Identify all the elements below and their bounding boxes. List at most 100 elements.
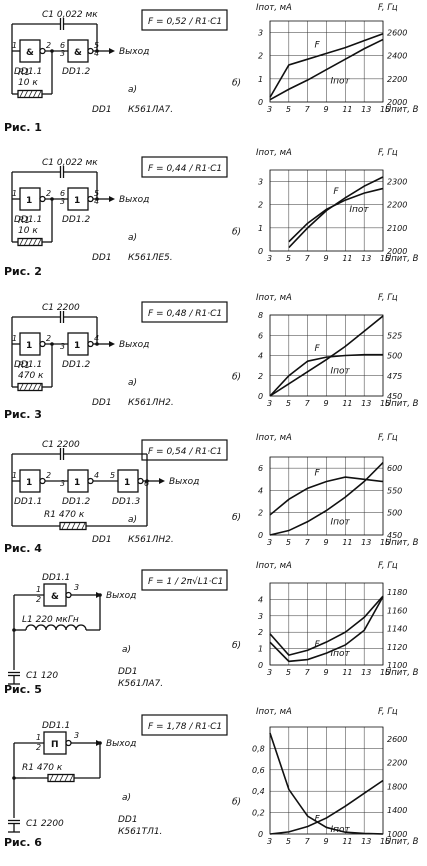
ic-name: DD1 <box>118 667 138 677</box>
ic-name: DD1 <box>92 535 112 545</box>
y-left-tick-label: 6 <box>258 464 263 473</box>
wire <box>24 90 28 98</box>
gate-name: DD1.1 <box>14 67 42 77</box>
resistor-value: 10 к <box>18 226 38 236</box>
inverter-bubble <box>87 477 94 485</box>
part-b-label: б) <box>232 228 241 238</box>
x-tick-label: 9 <box>324 105 329 114</box>
inverter-bubble <box>39 340 46 348</box>
x-tick-label: 5 <box>286 837 291 846</box>
part-a-label: а) <box>128 233 137 243</box>
y-right-tick-label: 1100 <box>387 661 407 670</box>
wire <box>24 238 28 246</box>
gate-name: DD1.2 <box>62 360 90 370</box>
x-tick-label: 7 <box>305 399 311 408</box>
x-tick-label: 5 <box>286 105 291 114</box>
y-left-tick-label: 4 <box>258 486 263 495</box>
y-left-tick-label: 0,6 <box>252 766 265 775</box>
resistor-label: R1 470 к <box>22 763 63 773</box>
figure-caption: Рис. 6 <box>4 836 42 849</box>
y-left-tick-label: 3 <box>258 612 263 621</box>
plot-frame <box>269 582 384 666</box>
resistor-value: 10 к <box>18 78 38 88</box>
resistor-label: R1 <box>18 361 30 371</box>
y-left-axis-label: Iпот, мА <box>256 561 292 571</box>
x-tick-label: 15 <box>380 254 390 263</box>
gate-symbol: 1 <box>26 196 32 206</box>
y-left-tick-label: 0 <box>258 98 263 107</box>
pin-number: 3 <box>74 583 79 592</box>
capacitor-label: C1 0,022 мк <box>42 158 98 168</box>
part-a-label: а) <box>122 645 131 655</box>
x-tick-label: 7 <box>305 837 311 846</box>
x-axis-label: Uпит, В <box>385 538 419 548</box>
gate-name: DD1.1 <box>14 215 42 225</box>
y-left-tick-label: 2 <box>258 372 263 381</box>
gate-symbol: П <box>51 740 59 750</box>
inverter-bubble <box>87 47 94 55</box>
x-tick-label: 3 <box>267 668 272 677</box>
x-tick-label: 3 <box>267 538 272 547</box>
wire <box>64 774 69 782</box>
x-tick-label: 3 <box>267 837 272 846</box>
formula-box <box>141 714 228 736</box>
output-label: Выход <box>119 47 149 57</box>
pin-number: 1 <box>12 334 17 343</box>
junction-dot <box>98 593 102 597</box>
x-axis-label: Uпит, В <box>385 105 419 115</box>
gate-symbol: 1 <box>26 478 32 488</box>
gate-name: DD1.2 <box>62 215 90 225</box>
series-ipot-line <box>269 315 384 397</box>
wire <box>19 90 24 98</box>
series-label: F <box>315 344 321 354</box>
series-ipot-line <box>269 462 384 536</box>
pin-number: 2 <box>46 41 51 50</box>
y-left-tick-label: 0 <box>258 830 263 839</box>
resistor-label: R1 470 к <box>44 510 85 520</box>
x-tick-label: 9 <box>324 538 329 547</box>
pin-number: 2 <box>36 595 41 604</box>
x-tick-label: 7 <box>305 668 311 677</box>
inverter-bubble <box>87 195 94 203</box>
plot-frame <box>269 314 384 397</box>
pin-number: 2 <box>36 743 41 752</box>
ic-name: DD1 <box>118 815 138 825</box>
y-right-axis-label: F, Гц <box>378 433 398 443</box>
series-label: F <box>315 40 321 50</box>
y-left-tick-label: 0 <box>258 661 263 670</box>
series-ipot-line <box>269 595 384 657</box>
resistor-label: R1 <box>18 216 30 226</box>
output-label: Выход <box>169 477 199 487</box>
y-right-tick-label: 1800 <box>387 782 407 791</box>
y-left-tick-label: 0,8 <box>252 744 265 753</box>
junction-dot <box>98 741 102 745</box>
ic-part: К561ЛА7. <box>128 105 173 115</box>
wire <box>19 383 24 391</box>
output-arrow <box>109 341 115 347</box>
plot-frame <box>269 456 384 536</box>
series-label: Iпот <box>331 77 351 87</box>
series-label: Iпот <box>331 825 351 835</box>
y-right-tick-label: 1120 <box>387 643 407 652</box>
y-left-tick-label: 1 <box>258 75 263 84</box>
x-tick-label: 13 <box>361 105 371 114</box>
pin-number: 1 <box>36 733 41 742</box>
y-left-axis-label: Iпот, мА <box>256 148 292 158</box>
y-right-tick-label: 2200 <box>387 75 407 84</box>
formula: F = 0,48 / R1·C1 <box>148 309 222 319</box>
pin-number: 2 <box>46 471 51 480</box>
formula-box <box>141 301 228 323</box>
x-tick-label: 7 <box>305 105 311 114</box>
gate-name: DD1.1 <box>42 721 70 731</box>
inductor-coil <box>35 624 47 631</box>
y-right-tick-label: 2300 <box>387 178 407 187</box>
y-left-axis-label: Iпот, мА <box>256 707 292 717</box>
